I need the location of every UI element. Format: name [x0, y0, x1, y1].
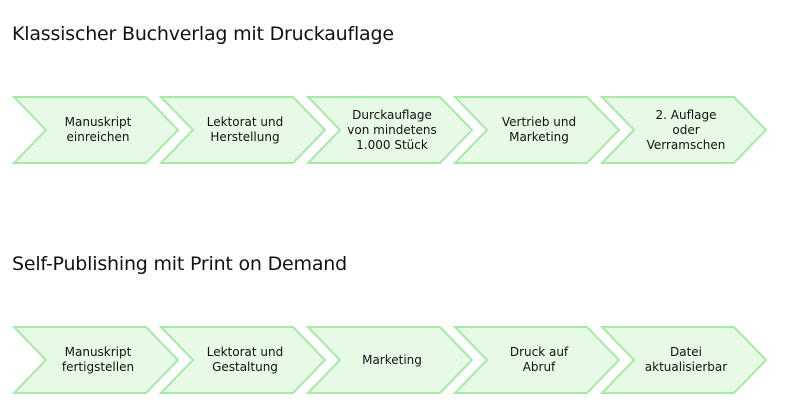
step-label: Lektorat und Herstellung [206, 115, 284, 144]
chevron-shape [305, 326, 474, 394]
chevron-shape [599, 326, 768, 394]
step-self-publishing-2: Lektorat und Gestaltung [158, 325, 329, 395]
chevron-shape [158, 326, 327, 394]
step-label: Marketing [362, 352, 422, 367]
chevron-shape [11, 96, 180, 164]
step-self-publishing-5: Datei aktualisierbar [599, 325, 770, 395]
chevron-shape [305, 96, 474, 164]
chevron-shape [158, 96, 327, 164]
step-classic-5: 2. Auflage oder Verramschen [599, 95, 770, 165]
chevron-shape [11, 326, 180, 394]
step-classic-4: Vertrieb und Marketing [452, 95, 623, 165]
section-title-self-publishing: Self-Publishing mit Print on Demand [12, 253, 347, 275]
step-self-publishing-1: Manuskript fertigstellen [11, 325, 182, 395]
step-classic-1: Manuskript einreichen [11, 95, 182, 165]
step-label: Manuskript einreichen [64, 115, 132, 144]
step-self-publishing-3: Marketing [305, 325, 476, 395]
step-self-publishing-4: Druck auf Abruf [452, 325, 623, 395]
step-classic-3: Durckauflage von mindetens 1.000 Stück [305, 95, 476, 165]
step-label: 2. Auflage oder Verramschen [646, 107, 726, 152]
step-label: Datei aktualisierbar [644, 345, 728, 374]
step-label: Lektorat und Gestaltung [206, 345, 284, 374]
process-flow-self-publishing: Manuskript fertigstellen Lektorat und Ge… [0, 325, 811, 395]
step-label: Manuskript fertigstellen [61, 345, 135, 374]
section-title-classic: Klassischer Buchverlag mit Druckauflage [12, 23, 394, 45]
step-label: Vertrieb und Marketing [501, 115, 577, 144]
step-label: Druck auf Abruf [509, 345, 569, 374]
chevron-shape [599, 96, 768, 164]
step-label: Durckauflage von mindetens 1.000 Stück [347, 107, 437, 152]
chevron-shape [452, 326, 621, 394]
process-flow-classic: Manuskript einreichen Lektorat und Herst… [0, 95, 811, 165]
step-classic-2: Lektorat und Herstellung [158, 95, 329, 165]
chevron-shape [452, 96, 621, 164]
